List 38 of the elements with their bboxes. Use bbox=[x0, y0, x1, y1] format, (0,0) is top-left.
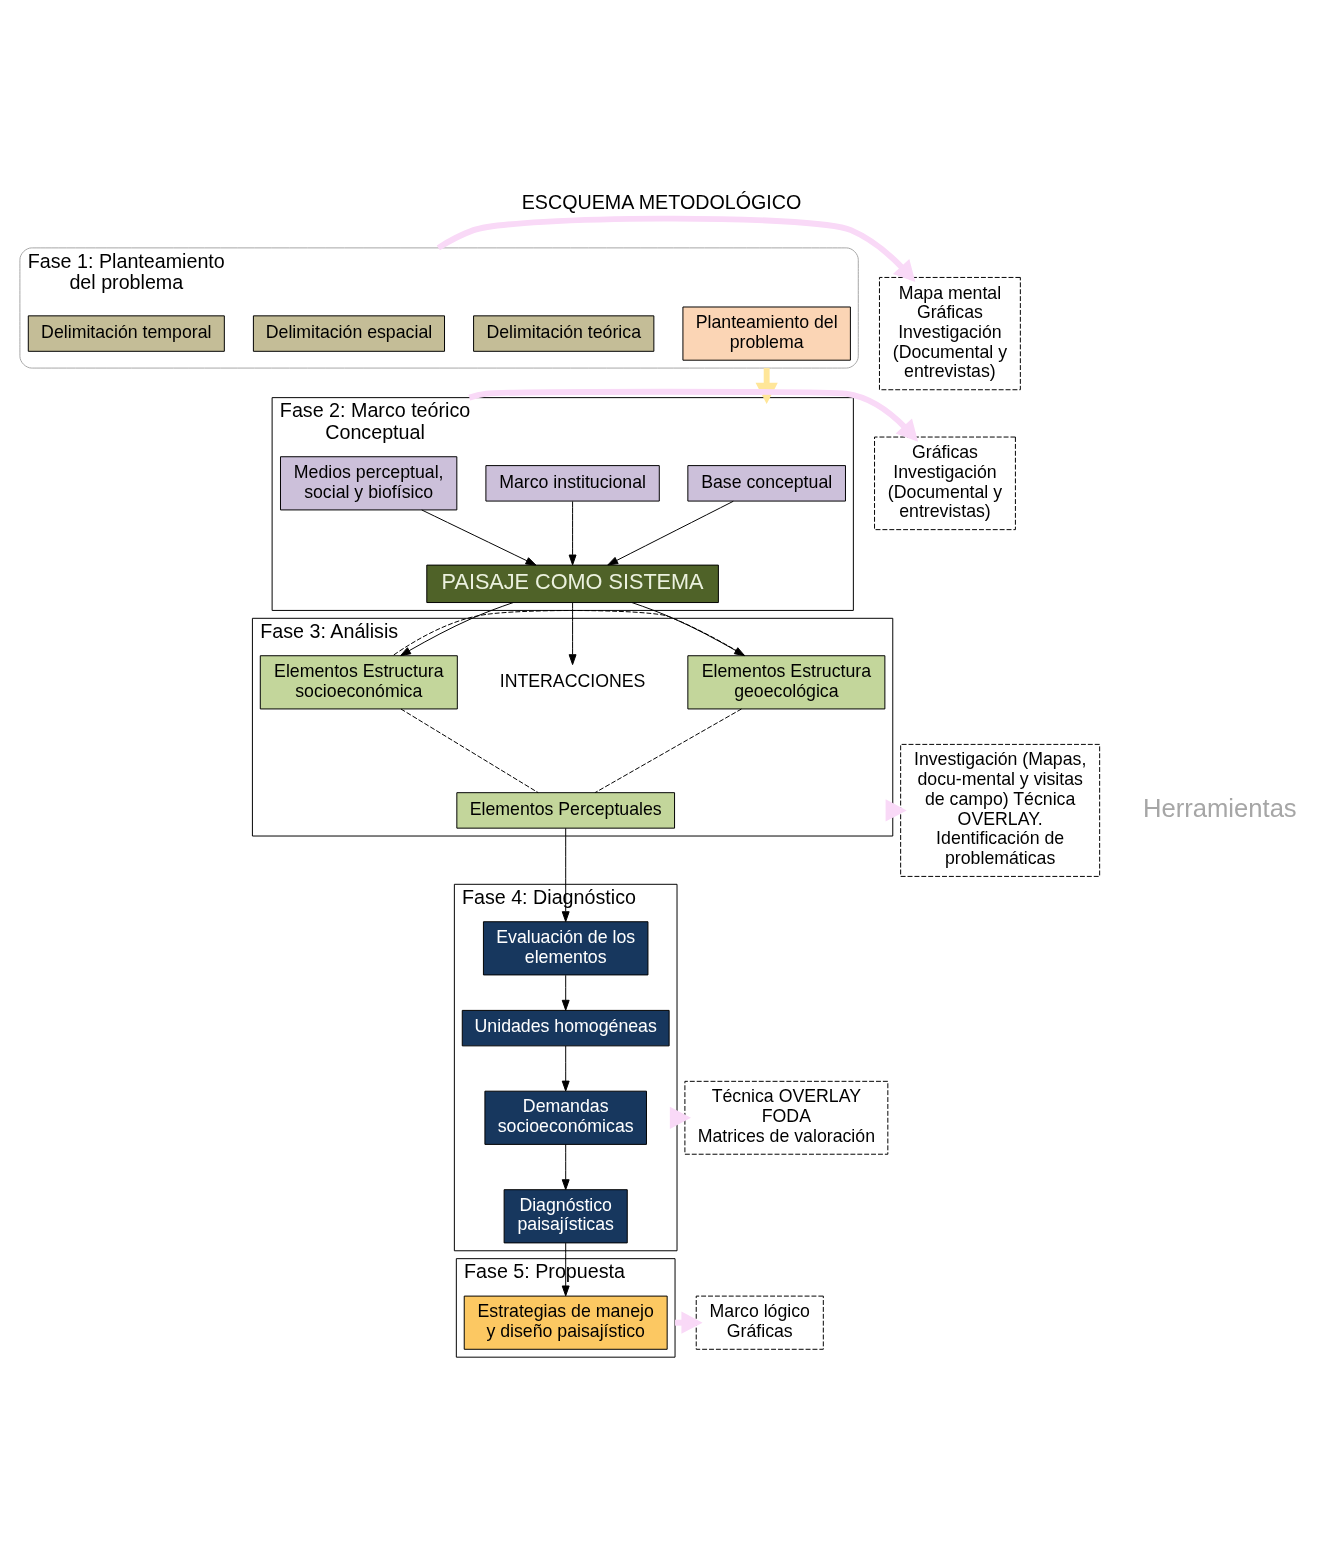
arrow bbox=[421, 508, 537, 566]
node-box: Planteamiento del problema bbox=[682, 306, 851, 361]
diagram-title: ESCQUEMA METODOLÓGICO bbox=[521, 190, 802, 213]
node-box: Delimitación espacial bbox=[252, 314, 445, 352]
arrow bbox=[607, 500, 734, 565]
node-box: Delimitación teórica bbox=[473, 314, 655, 352]
node-box: Demandas socioeconómicas bbox=[484, 1090, 647, 1145]
node-box: PAISAJE COMO SISTEMA bbox=[426, 564, 719, 603]
arrow bbox=[436, 215, 916, 282]
node-box: Evaluación de los elementos bbox=[482, 920, 649, 975]
node-box: Gráficas Investigación (Documental y entrevistas) bbox=[874, 436, 1016, 530]
node-text: INTERACCIONES bbox=[499, 670, 646, 691]
node-box: Técnica OVERLAY FODA Matrices de valoración bbox=[684, 1080, 889, 1155]
node-box: Elementos Estructura geoecológica bbox=[687, 654, 886, 709]
arrow bbox=[561, 1143, 570, 1190]
connector bbox=[594, 708, 742, 793]
arrow bbox=[669, 1106, 691, 1129]
arrow bbox=[561, 974, 570, 1011]
arrow bbox=[561, 1045, 570, 1091]
arrow bbox=[568, 601, 577, 665]
node-box: Delimitación temporal bbox=[27, 314, 225, 352]
label: Herramientas bbox=[1142, 793, 1297, 822]
node-box: Unidades homogéneas bbox=[461, 1009, 670, 1046]
node-box: Investigación (Mapas, docu-mental y visitas de campo) Técnica OVERLAY. Identificación de problemáticas bbox=[900, 743, 1101, 877]
arrow bbox=[568, 500, 577, 565]
arrow bbox=[885, 798, 907, 821]
connector bbox=[400, 708, 539, 793]
node-box: Marco lógico Gráficas bbox=[695, 1295, 824, 1350]
node-box: Marco institucional bbox=[485, 464, 660, 502]
arrow bbox=[561, 827, 570, 922]
node-box: Medios perceptual, social y biofísico bbox=[280, 455, 458, 510]
node-box: Elementos Perceptuales bbox=[456, 791, 676, 829]
node-box: Estrategias de manejo y diseño paisajístico bbox=[463, 1295, 668, 1350]
node-box: Base conceptual bbox=[687, 464, 846, 502]
node-box: Diagnóstico paisajísticas bbox=[503, 1188, 628, 1243]
node-box: Elementos Estructura socioeconómica bbox=[259, 654, 458, 709]
node-box: Mapa mental Gráficas Investigación (Documental y entrevistas) bbox=[878, 276, 1021, 390]
arrow bbox=[400, 601, 514, 656]
